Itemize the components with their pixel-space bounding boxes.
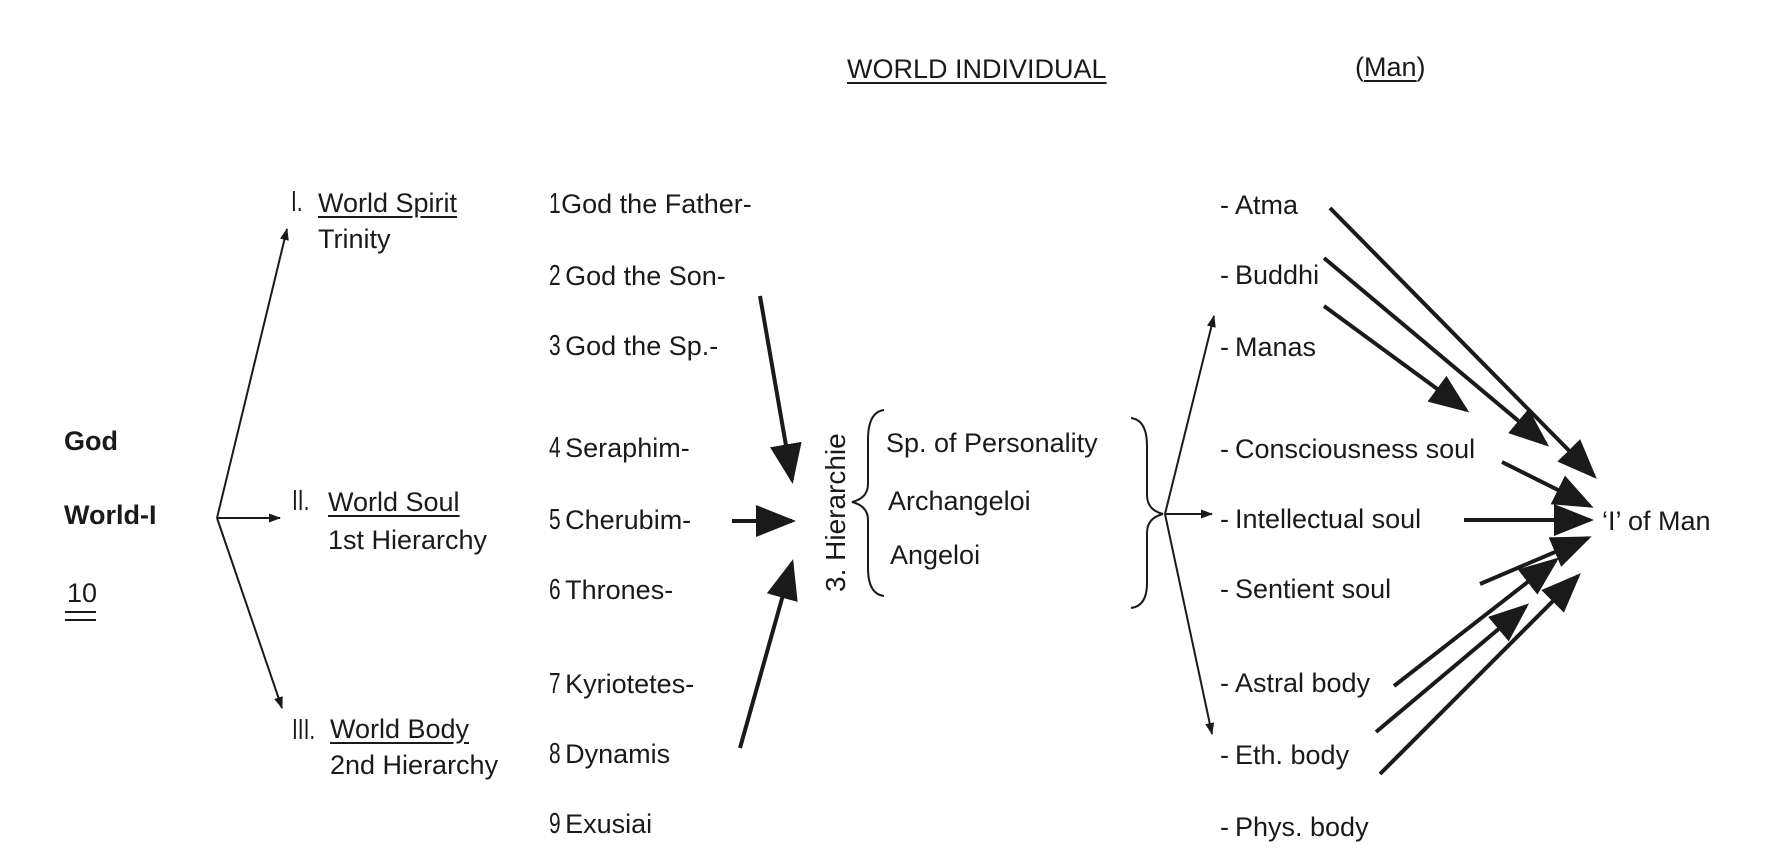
- left-brace: [851, 409, 885, 597]
- man-member-name: Intellectual soul: [1235, 504, 1422, 534]
- world-body-numeral: III.: [292, 714, 316, 746]
- being-name: Cherubim-: [565, 505, 692, 535]
- man-member-name: Eth. body: [1235, 740, 1350, 770]
- man-member-name: Manas: [1235, 332, 1317, 362]
- being-name: Dynamis: [565, 739, 671, 769]
- being-number: 2: [549, 260, 561, 292]
- hierarchy-member: Angeloi: [890, 540, 981, 570]
- being-number: 3: [549, 330, 561, 362]
- man-member: -Phys. body: [1220, 812, 1369, 842]
- hierarchy-member: Sp. of Personality: [886, 428, 1098, 458]
- man-close-paren: ): [1416, 52, 1426, 82]
- world-body-sub: 2nd Hierarchy: [330, 750, 499, 780]
- man-word: Man: [1364, 52, 1417, 82]
- being-row: 1God the Father-: [549, 190, 752, 219]
- man-member-name: Sentient soul: [1235, 574, 1392, 604]
- world-spirit-sub: Trinity: [318, 224, 391, 254]
- man-member-name: Astral body: [1235, 668, 1371, 698]
- being-number: 4: [549, 432, 561, 464]
- being-number: 7: [549, 668, 561, 700]
- man-branch-arrows: [1164, 315, 1216, 735]
- world-soul-name: World Soul: [328, 487, 460, 517]
- being-name: God the Father-: [561, 189, 752, 219]
- man-member: -Atma: [1220, 190, 1299, 220]
- i-of-man-arrows: [1322, 206, 1597, 776]
- being-number: 5: [549, 504, 561, 536]
- arrow-consciousness-soul: [1501, 460, 1594, 508]
- man-member: -Consciousness soul: [1220, 434, 1476, 464]
- arrow-dynamis-to-hierarchy: [738, 559, 798, 749]
- arrow-atma: [1328, 206, 1597, 479]
- man-member: -Eth. body: [1220, 740, 1350, 770]
- man-member: -Astral body: [1220, 668, 1371, 698]
- arrow-to-eth-body: [1164, 513, 1215, 735]
- world-spirit-numeral: I.: [291, 186, 303, 218]
- world-soul-numeral: II.: [292, 485, 310, 517]
- arrow-to-manas: [1164, 315, 1216, 515]
- man-open-paren: (: [1355, 52, 1364, 82]
- hierarchy-member: Archangeloi: [888, 486, 1031, 516]
- being-name: God the Son-: [565, 261, 726, 291]
- hierarchy-arrows: [732, 295, 802, 749]
- being-name: God the Sp.-: [565, 331, 719, 361]
- man-member: -Manas: [1220, 332, 1317, 362]
- man-member: -Sentient soul: [1220, 574, 1392, 604]
- i-of-man-label: ‘I’ of Man: [1602, 506, 1711, 536]
- arrow-son-to-hierarchy: [758, 295, 802, 484]
- diagram-title: WORLD INDIVIDUAL: [847, 54, 1107, 84]
- world-branch-arrows: [216, 228, 289, 709]
- world-i-label: World-I: [64, 500, 157, 530]
- arrow-to-world-body: [216, 517, 283, 709]
- man-member-name: Atma: [1235, 190, 1299, 220]
- arrow-to-world-spirit: [216, 228, 289, 519]
- man-heading: (Man): [1355, 54, 1426, 81]
- man-member: -Intellectual soul: [1220, 504, 1422, 534]
- world-spirit-name: World Spirit: [318, 188, 458, 218]
- being-number: 9: [549, 808, 561, 840]
- right-brace: [1130, 417, 1164, 609]
- being-number: 1: [549, 188, 561, 220]
- being-name: Thrones-: [565, 575, 674, 605]
- man-member-name: Consciousness soul: [1235, 434, 1476, 464]
- arrow-manas: [1322, 304, 1470, 413]
- man-member-name: Phys. body: [1235, 812, 1369, 842]
- being-number: 6: [549, 574, 561, 606]
- being-name: Kyriotetes-: [565, 669, 695, 699]
- ten-label: 10: [67, 578, 98, 608]
- being-number: 8: [549, 738, 561, 770]
- man-member-name: Buddhi: [1235, 260, 1320, 290]
- arrow-eth-body-b: [1378, 573, 1581, 776]
- world-body-name: World Body: [330, 714, 470, 744]
- arrow-astral-body: [1392, 557, 1560, 688]
- god-label: God: [64, 426, 118, 456]
- being-name: Exusiai: [565, 809, 653, 839]
- third-hierarchy-label: 3. Hierarchie: [820, 433, 851, 592]
- arrow-eth-body-a: [1374, 603, 1530, 734]
- man-member: -Buddhi: [1220, 260, 1320, 290]
- arrow-buddhi: [1322, 256, 1550, 447]
- being-name: Seraphim-: [565, 433, 690, 463]
- world-soul-sub: 1st Hierarchy: [328, 525, 488, 555]
